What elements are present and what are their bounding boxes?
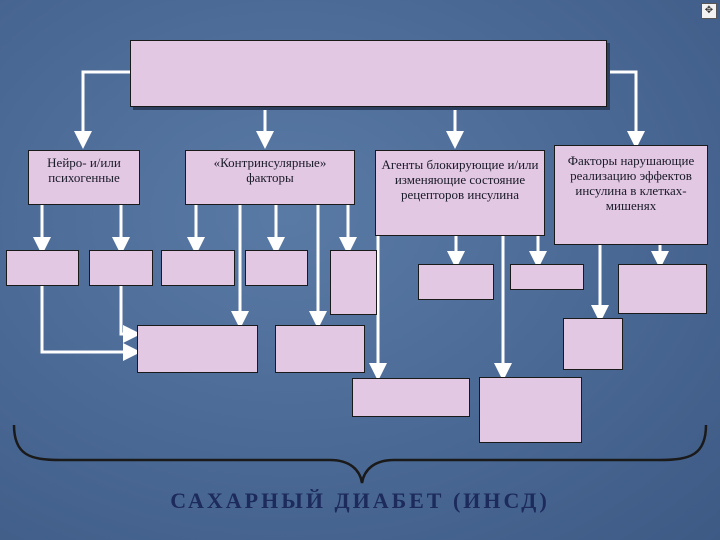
- lower-box-4: [479, 377, 582, 443]
- diagram-title: САХАРНЫЙ ДИАБЕТ (ИНСД): [170, 488, 550, 513]
- neuro-child-box-1: [6, 250, 79, 286]
- category-contrinsular-label: «Контринсулярные» факторы: [213, 155, 327, 185]
- top-box: [130, 40, 607, 107]
- arrow-neuro-to-lower1b: [119, 285, 141, 343]
- category-agents-box: [375, 150, 545, 236]
- lower-box-2: [275, 325, 365, 373]
- category-contrinsular-box: [185, 150, 355, 205]
- neuro-child-box-2: [89, 250, 153, 286]
- arrow-top-to-neuro: [74, 70, 130, 149]
- move-icon[interactable]: ✥: [701, 3, 717, 19]
- arrow-neuro-to-lower1: [40, 285, 141, 361]
- factors-child-box-1: [618, 264, 707, 314]
- contrinsular-child-box-1: [161, 250, 235, 286]
- contrinsular-child-box-3: [330, 250, 377, 315]
- factors-child-box-2: [563, 318, 623, 370]
- lower-box-1: [137, 325, 258, 373]
- category-neuro-label: Нейро- и/или психогенные: [47, 155, 121, 185]
- category-neuro-box: [28, 150, 140, 205]
- bottom-brace: [12, 424, 708, 484]
- category-agents-label: Агенты блокирующие и/или изменяющие сост…: [381, 157, 539, 202]
- arrow-top-to-factors: [606, 70, 645, 149]
- category-factors-label: Факторы нарушающие реализацию эффектов и…: [567, 153, 695, 213]
- agents-child-box-1: [418, 264, 494, 300]
- agents-child-box-2: [510, 264, 584, 290]
- contrinsular-child-box-2: [245, 250, 308, 286]
- lower-box-3: [352, 378, 470, 417]
- category-factors-box: [554, 145, 708, 245]
